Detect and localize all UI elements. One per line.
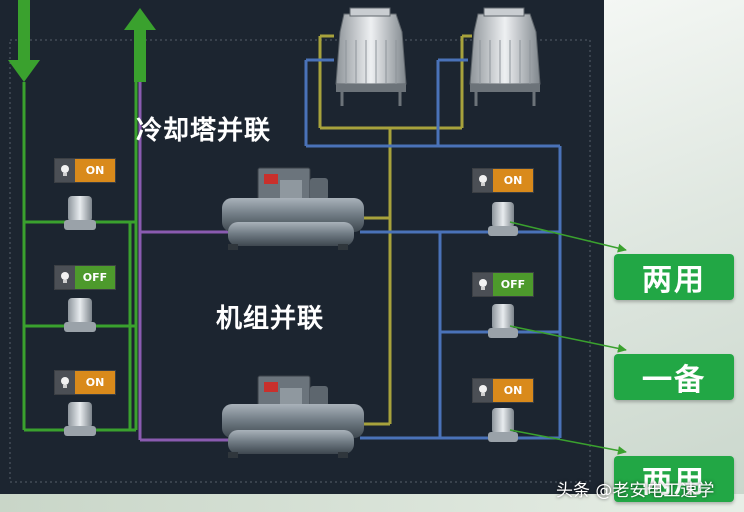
boundary-line <box>9 39 591 483</box>
left-pump-1-switch[interactable]: ON <box>54 158 116 183</box>
bulb-icon <box>473 169 493 192</box>
right-pump-1-switch[interactable]: ON <box>472 168 534 193</box>
left-pump-2 <box>64 298 96 332</box>
badge-duty-1: 两用 <box>614 254 734 300</box>
left-pump-1 <box>64 196 96 230</box>
return-arrow-up <box>124 8 156 82</box>
evaporator-pipes <box>138 82 228 442</box>
switch-state: ON <box>493 379 533 402</box>
right-pump-3-switch[interactable]: ON <box>472 378 534 403</box>
switch-state: ON <box>493 169 533 192</box>
cooling-towers-parallel-label: 冷却塔并联 <box>136 116 272 146</box>
badge-duty-2: 两用 <box>614 456 734 502</box>
chiller-2 <box>222 375 364 458</box>
right-pump-2-switch[interactable]: OFF <box>472 272 534 297</box>
right-pump-3 <box>488 408 518 442</box>
switch-state: OFF <box>493 273 533 296</box>
chiller-1 <box>222 167 364 250</box>
bulb-icon <box>55 159 75 182</box>
bulb-icon <box>55 371 75 394</box>
left-pump-3-switch[interactable]: ON <box>54 370 116 395</box>
chillers-parallel-label: 机组并联 <box>216 304 325 334</box>
supply-arrow-down <box>8 0 40 82</box>
badge-standby: 一备 <box>614 354 734 400</box>
leader-lines <box>509 221 627 455</box>
switch-state: OFF <box>75 266 115 289</box>
left-pump-3 <box>64 402 96 436</box>
bulb-icon <box>473 273 493 296</box>
bulb-icon <box>55 266 75 289</box>
switch-state: ON <box>75 159 115 182</box>
background-bottom <box>0 494 744 512</box>
cooling-tower-1 <box>335 7 407 106</box>
switch-state: ON <box>75 371 115 394</box>
cooling-tower-2 <box>469 7 541 106</box>
right-pump-1 <box>488 202 518 236</box>
left-pump-2-switch[interactable]: OFF <box>54 265 116 290</box>
bulb-icon <box>473 379 493 402</box>
watermark: 头条 @老安电工速学 <box>556 481 715 501</box>
right-pump-2 <box>488 304 518 338</box>
